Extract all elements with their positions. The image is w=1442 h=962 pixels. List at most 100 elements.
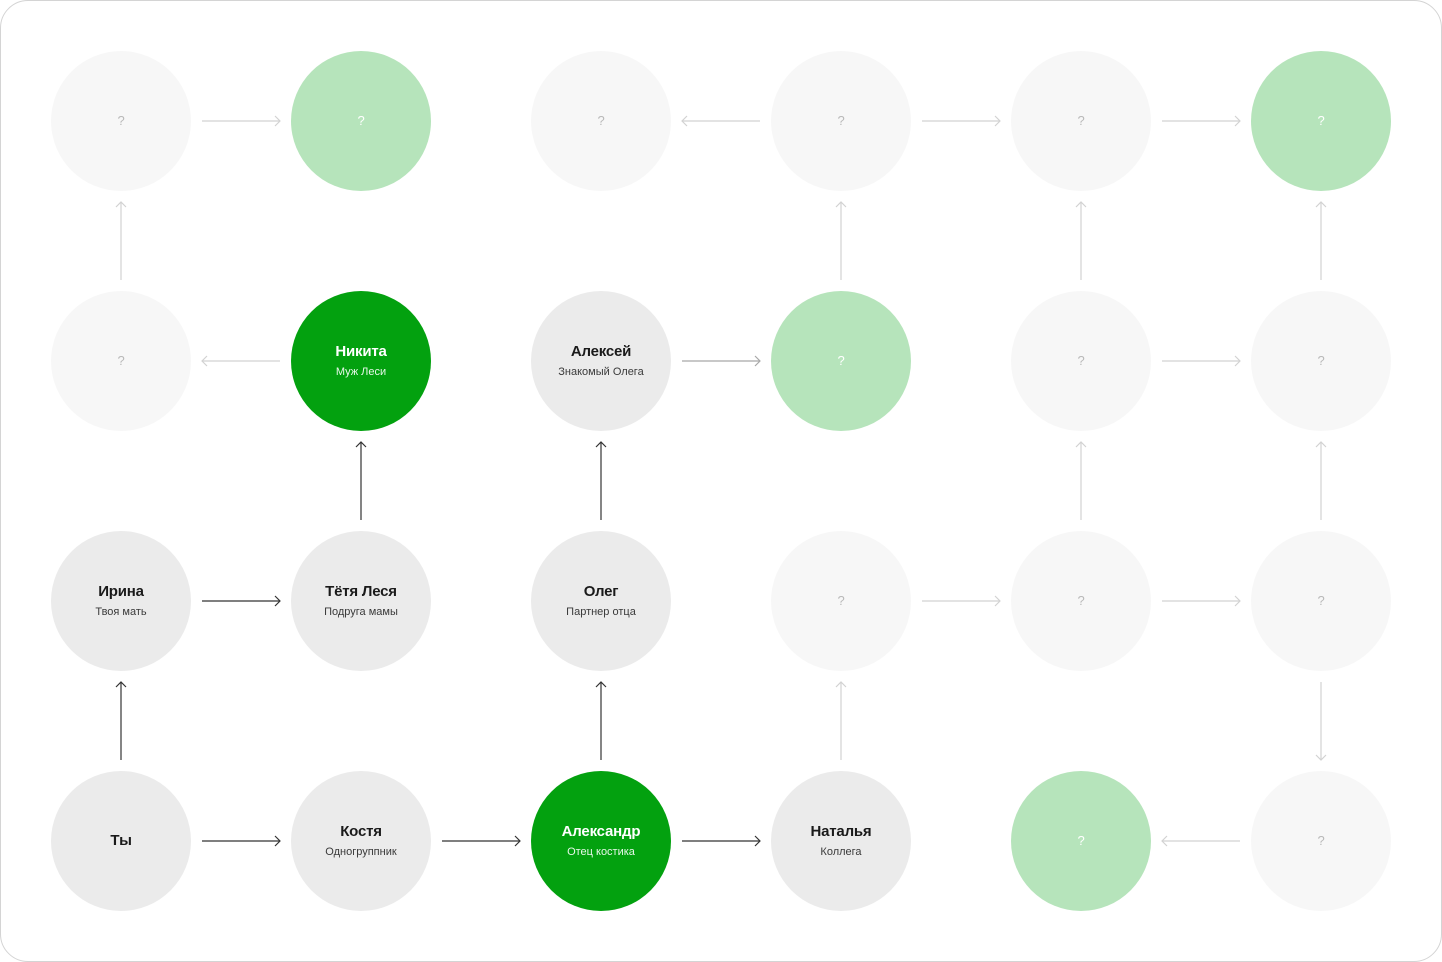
edge-r2c0-to-r2c1	[202, 595, 281, 607]
person-role: Одногруппник	[325, 846, 397, 858]
person-node-r3c0[interactable]: Ты	[51, 771, 191, 911]
arrowhead-icon	[595, 681, 607, 688]
edge-r3c2-to-r2c2	[595, 681, 607, 760]
arrowhead-icon	[115, 681, 127, 688]
arrowhead-icon	[1315, 441, 1327, 448]
person-role: Коллега	[820, 846, 862, 858]
person-name: ?	[117, 353, 125, 368]
edge-r0c3-to-r0c2	[681, 115, 760, 127]
arrowhead-icon	[754, 835, 761, 847]
person-node-r1c4[interactable]: ?	[1011, 291, 1151, 431]
arrowhead-icon	[274, 595, 281, 607]
edge-r1c0-to-r0c0	[115, 201, 127, 280]
person-node-r3c4[interactable]: ?	[1011, 771, 1151, 911]
arrowhead-icon	[1234, 115, 1241, 127]
person-role: Подруга мамы	[324, 606, 398, 618]
arrowhead-icon	[835, 681, 847, 688]
person-node-r1c0[interactable]: ?	[51, 291, 191, 431]
arrowhead-icon	[595, 441, 607, 448]
arrowhead-icon	[1075, 441, 1087, 448]
person-name: Наталья	[810, 823, 872, 840]
person-node-r0c0[interactable]: ?	[51, 51, 191, 191]
arrowhead-icon	[1315, 201, 1327, 208]
person-node-r0c4[interactable]: ?	[1011, 51, 1151, 191]
person-name: ?	[1077, 113, 1085, 128]
arrowhead-icon	[994, 115, 1001, 127]
person-name: ?	[1317, 113, 1325, 128]
arrowhead-icon	[274, 835, 281, 847]
edge-r1c4-to-r0c4	[1075, 201, 1087, 280]
person-role: Муж Леси	[335, 366, 387, 378]
person-name: Алексей	[570, 343, 632, 360]
arrowhead-icon	[1234, 355, 1241, 367]
arrowhead-icon	[681, 115, 688, 127]
person-node-r0c3[interactable]: ?	[771, 51, 911, 191]
arrowhead-icon	[835, 201, 847, 208]
edge-r3c3-to-r2c3	[835, 681, 847, 760]
person-node-r1c3[interactable]: ?	[771, 291, 911, 431]
person-role: Знакомый Олега	[558, 366, 644, 378]
edge-r3c0-to-r2c0	[115, 681, 127, 760]
person-name: ?	[837, 353, 845, 368]
person-name: Олег	[583, 583, 619, 600]
edge-r1c4-to-r1c5	[1162, 355, 1241, 367]
person-name: ?	[1077, 593, 1085, 608]
arrowhead-icon	[1161, 835, 1168, 847]
person-name: Костя	[340, 823, 382, 840]
arrowhead-icon	[355, 441, 367, 448]
arrowhead-icon	[115, 201, 127, 208]
edge-r0c4-to-r0c5	[1162, 115, 1241, 127]
arrowhead-icon	[754, 355, 761, 367]
person-name: Никита	[335, 343, 387, 360]
person-node-r1c5[interactable]: ?	[1251, 291, 1391, 431]
person-name: Александр	[561, 823, 641, 840]
person-name: ?	[1077, 833, 1085, 848]
person-node-r0c2[interactable]: ?	[531, 51, 671, 191]
person-name: ?	[1317, 353, 1325, 368]
person-node-r2c3[interactable]: ?	[771, 531, 911, 671]
edge-r3c0-to-r3c1	[202, 835, 281, 847]
arrowhead-icon	[514, 835, 521, 847]
edge-r3c5-to-r3c4	[1161, 835, 1240, 847]
person-node-r0c1[interactable]: ?	[291, 51, 431, 191]
person-name: Ирина	[98, 583, 144, 600]
edge-r1c2-to-r1c3	[682, 355, 761, 367]
person-name: ?	[837, 113, 845, 128]
edge-r3c1-to-r3c2	[442, 835, 521, 847]
person-name: ?	[357, 113, 365, 128]
arrowhead-icon	[1075, 201, 1087, 208]
person-node-r2c5[interactable]: ?	[1251, 531, 1391, 671]
edge-r1c3-to-r0c3	[835, 201, 847, 280]
person-role: Партнер отца	[566, 606, 636, 618]
person-node-r0c5[interactable]: ?	[1251, 51, 1391, 191]
edge-r2c5-to-r3c5	[1315, 682, 1327, 761]
edge-r2c3-to-r2c4	[922, 595, 1001, 607]
person-name: ?	[597, 113, 605, 128]
person-name: ?	[1317, 593, 1325, 608]
arrowhead-icon	[274, 115, 281, 127]
edge-r3c2-to-r3c3	[682, 835, 761, 847]
arrowhead-icon	[1234, 595, 1241, 607]
edge-r2c2-to-r1c2	[595, 441, 607, 520]
arrowhead-icon	[1315, 754, 1327, 761]
person-name: ?	[1317, 833, 1325, 848]
person-name: Ты	[110, 832, 132, 849]
person-node-r3c5[interactable]: ?	[1251, 771, 1391, 911]
edge-r2c5-to-r1c5	[1315, 441, 1327, 520]
person-name: ?	[837, 593, 845, 608]
person-node-r2c4[interactable]: ?	[1011, 531, 1151, 671]
edge-r2c1-to-r1c1	[355, 441, 367, 520]
edge-r1c5-to-r0c5	[1315, 201, 1327, 280]
arrowhead-icon	[994, 595, 1001, 607]
edge-r0c0-to-r0c1	[202, 115, 281, 127]
